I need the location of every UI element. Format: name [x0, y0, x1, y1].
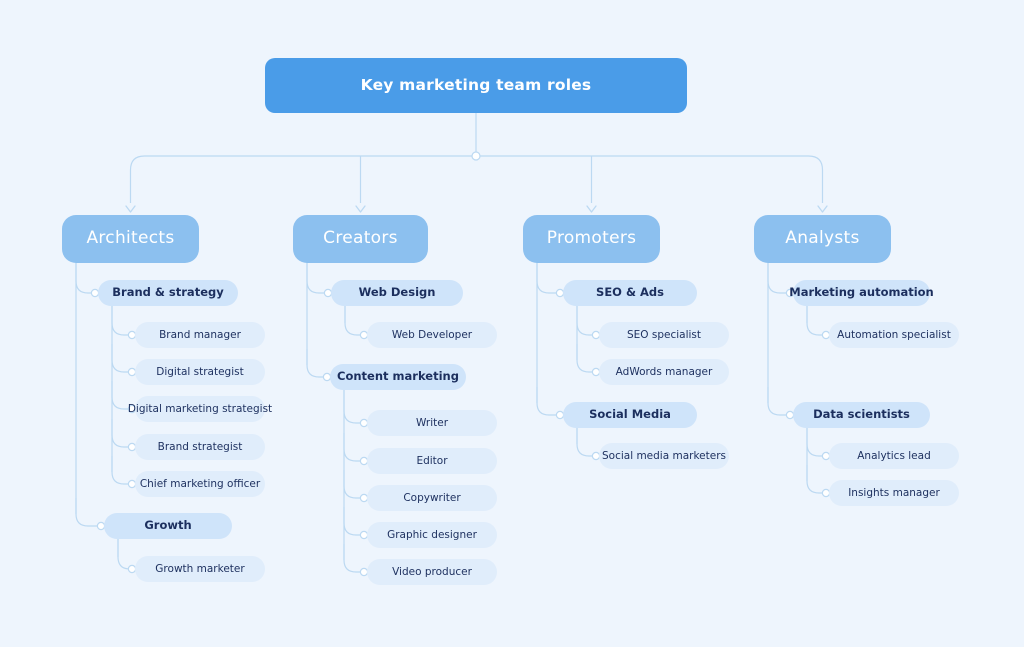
- leaf-node-copywriter[interactable]: Copywriter: [367, 485, 497, 511]
- leaf-node-adwords-manager[interactable]: AdWords manager: [599, 359, 729, 385]
- leaf-node-digital-strategist[interactable]: Digital strategist: [135, 359, 265, 385]
- leaf-node-chief-marketing-officer[interactable]: Chief marketing officer: [135, 471, 265, 497]
- leaf-node-digital-marketing-strategist[interactable]: Digital marketing strategist: [128, 396, 272, 422]
- leaf-node-graphic-designer[interactable]: Graphic designer: [367, 522, 497, 548]
- leaf-node-growth-marketer[interactable]: Growth marketer: [135, 556, 265, 582]
- root-node[interactable]: Key marketing team roles: [265, 58, 687, 113]
- leaf-node-insights-manager[interactable]: Insights manager: [829, 480, 959, 506]
- leaf-node-brand-manager[interactable]: Brand manager: [135, 322, 265, 348]
- category-node-analysts[interactable]: Analysts: [754, 215, 891, 263]
- leaf-node-web-developer[interactable]: Web Developer: [367, 322, 497, 348]
- leaf-node-seo-specialist[interactable]: SEO specialist: [599, 322, 729, 348]
- group-node-growth[interactable]: Growth: [104, 513, 232, 539]
- group-node-social-media[interactable]: Social Media: [563, 402, 697, 428]
- leaf-node-editor[interactable]: Editor: [367, 448, 497, 474]
- leaf-node-brand-strategist[interactable]: Brand strategist: [135, 434, 265, 460]
- leaf-node-automation-specialist[interactable]: Automation specialist: [829, 322, 959, 348]
- category-node-architects[interactable]: Architects: [62, 215, 199, 263]
- group-node-marketing-automation[interactable]: Marketing automation: [789, 280, 934, 306]
- group-node-content-marketing[interactable]: Content marketing: [330, 364, 466, 390]
- group-node-seo-ads[interactable]: SEO & Ads: [563, 280, 697, 306]
- category-node-promoters[interactable]: Promoters: [523, 215, 660, 263]
- leaf-node-social-media-marketers[interactable]: Social media marketers: [599, 443, 729, 469]
- group-node-data-scientists[interactable]: Data scientists: [793, 402, 930, 428]
- leaf-node-analytics-lead[interactable]: Analytics lead: [829, 443, 959, 469]
- leaf-node-video-producer[interactable]: Video producer: [367, 559, 497, 585]
- category-node-creators[interactable]: Creators: [293, 215, 428, 263]
- group-node-web-design[interactable]: Web Design: [331, 280, 463, 306]
- group-node-brand-strategy[interactable]: Brand & strategy: [98, 280, 238, 306]
- leaf-node-writer[interactable]: Writer: [367, 410, 497, 436]
